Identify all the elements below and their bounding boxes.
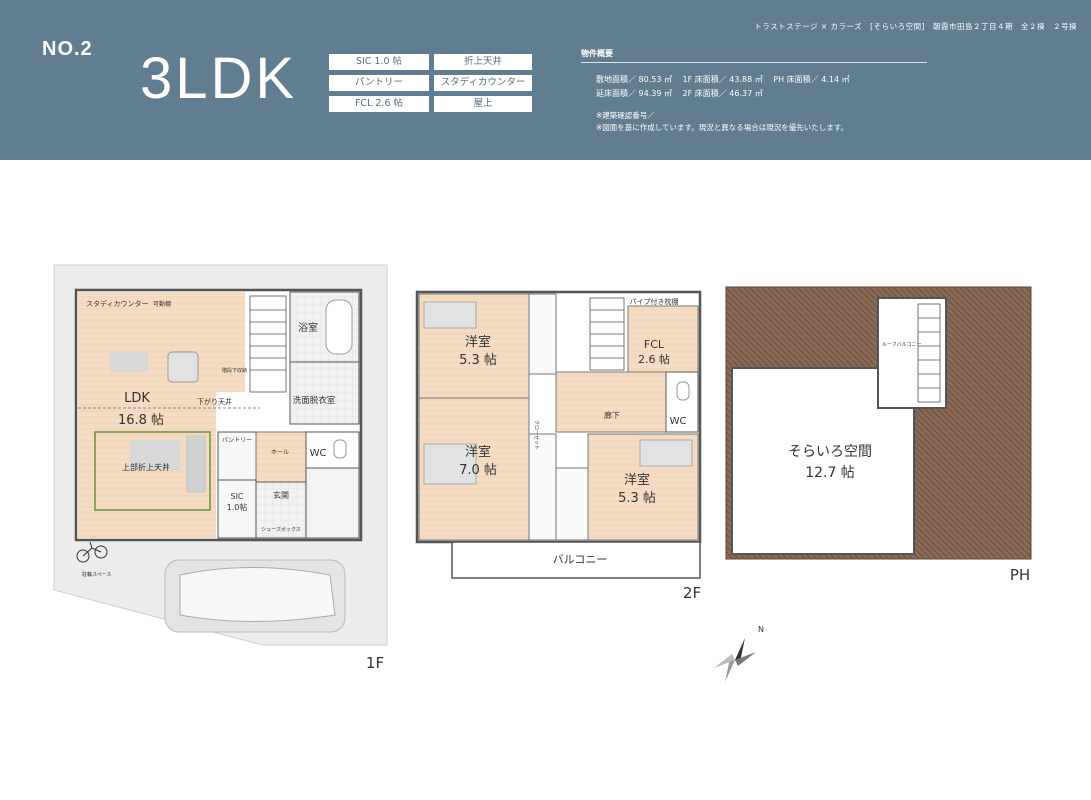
toilet-icon — [676, 381, 690, 401]
feature-tag: スタディカウンター — [434, 75, 532, 91]
balcony-label: バルコニー — [553, 553, 608, 566]
note-permit: ※建築確認番号／ — [596, 111, 655, 120]
wc-1f-label: WC — [310, 448, 327, 459]
feature-tag: FCL 2.6 帖 — [329, 96, 429, 112]
room3-size: 5.3 帖 — [618, 491, 656, 506]
2f-stairs — [589, 297, 625, 371]
room2-size: 7.0 帖 — [459, 463, 497, 478]
fcl-size: 2.6 帖 — [638, 353, 670, 366]
note-disclaimer: ※図面を基に作成しています。現況と異なる場合は現況を優先いたします。 — [596, 123, 849, 132]
entrance — [255, 481, 307, 539]
counter-island — [110, 352, 148, 372]
overview-divider — [581, 62, 927, 63]
room1-label: 洋室 — [465, 334, 491, 350]
overview-line-1: 敷地面積／ 80.53 ㎡ 1F 床面積／ 43.88 ㎡ PH 床面積／ 4.… — [596, 75, 850, 84]
room2-label: 洋室 — [465, 444, 491, 460]
pipe-shelf-label: パイプ付き枕棚 — [630, 297, 679, 306]
roof-hatch-label: ルーフバルコニー — [882, 342, 922, 348]
dining-table — [130, 440, 180, 470]
feature-tag: SIC 1.0 帖 — [329, 54, 429, 70]
stair-storage-label: 階段下収納 — [222, 367, 247, 374]
floor-1-plan: スタディカウンター 可動棚 LDK 16.8 帖 上部折上天井 下がり天井 階段… — [53, 264, 388, 672]
lower-ceiling-label: 下がり天井 — [197, 397, 232, 406]
feature-tag: 屋上 — [434, 96, 532, 112]
company-property-title: トラストステージ × カラーズ [そらいろ空間] 朝霞市田島２丁目４期 全２棟 … — [754, 22, 1077, 31]
floor-2-label: 2F — [683, 584, 701, 602]
corridor — [555, 371, 667, 433]
rooftop-space-label: そらいろ空間 — [788, 444, 872, 460]
sofa — [186, 435, 206, 493]
coffered-ceiling-outline — [94, 431, 211, 511]
toilet-icon — [333, 439, 347, 459]
sic-label: SIC — [230, 492, 243, 501]
ldk-size: 16.8 帖 — [118, 413, 164, 428]
washroom — [289, 361, 360, 425]
hall — [255, 431, 307, 483]
parking-area — [164, 559, 346, 633]
header-banner: NO.2 3LDK SIC 1.0 帖 折上天井 パントリー スタディカウンター… — [0, 0, 1091, 160]
floor-1-label: 1F — [366, 654, 384, 672]
fcl-label: FCL — [644, 338, 665, 351]
entrance-porch — [305, 467, 360, 539]
bed-icon — [423, 301, 477, 329]
ph-stair-room — [877, 297, 947, 409]
sink-unit — [167, 351, 199, 383]
overview-line-2: 延床面積／ 94.39 ㎡ 2F 床面積／ 46.37 ㎡ — [596, 89, 763, 98]
room3-label: 洋室 — [624, 472, 650, 488]
bicycle-icon — [76, 541, 108, 563]
car-icon — [179, 567, 336, 622]
pantry-label: パントリー — [222, 437, 252, 444]
bicycle-label: 駐輪スペース — [82, 571, 111, 578]
1f-stairs — [249, 295, 287, 393]
feature-tag: パントリー — [329, 75, 429, 91]
fcl-room — [627, 305, 699, 373]
penthouse-plan: そらいろ空間 12.7 帖 ルーフバルコニー PH — [725, 286, 1032, 584]
coffered-ceiling-label: 上部折上天井 — [122, 462, 170, 472]
washroom-label: 洗面脱衣室 — [293, 395, 336, 406]
closet-3 — [555, 467, 589, 541]
sic-room — [217, 479, 257, 539]
wc-2f-label: WC — [670, 416, 687, 427]
sic-size: 1.0帖 — [227, 502, 248, 512]
ph-label: PH — [1010, 566, 1030, 584]
layout-type: 3LDK — [140, 46, 298, 111]
study-counter-label: スタディカウンター — [86, 299, 149, 308]
entrance-label: 玄関 — [273, 490, 289, 500]
room1-size: 5.3 帖 — [459, 353, 497, 368]
balcony — [451, 541, 701, 579]
floor-2-plan: 洋室 5.3 帖 洋室 7.0 帖 洋室 5.3 帖 FCL 2.6 帖 パイプ… — [415, 290, 702, 602]
closet-label: クローゼット — [533, 420, 540, 450]
compass-north-label: N — [758, 625, 764, 634]
rooftop-space-size: 12.7 帖 — [805, 465, 855, 481]
bathtub-icon — [325, 299, 353, 355]
compass-icon: N — [714, 625, 764, 682]
1f-storage-label: 可動棚 — [153, 300, 171, 308]
shoes-label: シューズボックス — [261, 526, 301, 533]
overview-title: 物件概要 — [581, 49, 613, 58]
floor-plans: スタディカウンター 可動棚 LDK 16.8 帖 上部折上天井 下がり天井 階段… — [53, 264, 1032, 682]
bathroom-label: 浴室 — [298, 321, 318, 334]
ph-stairs — [917, 303, 941, 403]
feature-tag: 折上天井 — [434, 54, 532, 70]
feature-tags: SIC 1.0 帖 折上天井 パントリー スタディカウンター FCL 2.6 帖… — [329, 54, 532, 112]
bed-icon — [423, 443, 477, 485]
ldk-label: LDK — [124, 391, 150, 406]
plan-number: NO.2 — [42, 38, 93, 60]
closet-1 — [528, 293, 557, 375]
bed-icon — [639, 439, 693, 467]
hall-label: ホール — [271, 449, 289, 456]
corridor-label: 廊下 — [604, 410, 620, 420]
